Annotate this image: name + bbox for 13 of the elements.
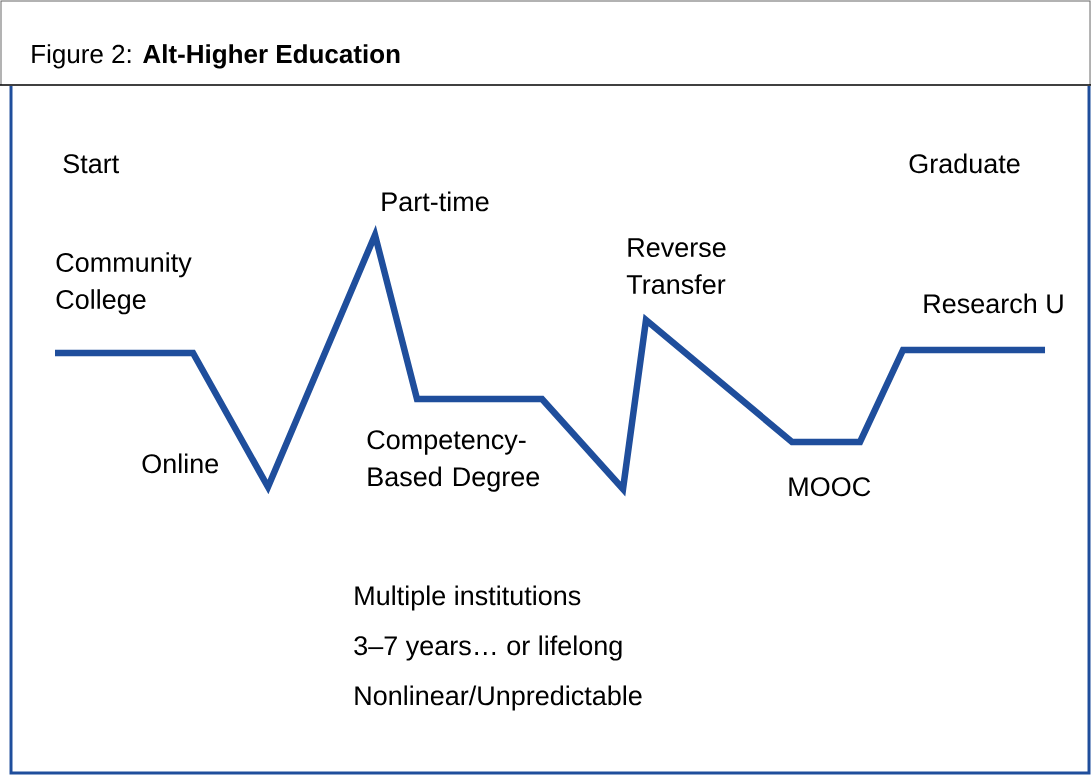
stage-label: Part-time: [382, 191, 489, 212]
figure-title: Figure 2: Alt-Higher Education: [32, 44, 400, 69]
stage-label: Community College: [56, 252, 192, 315]
stage-label: Multiple institutions: [355, 585, 581, 611]
stage-label: 3–7 years… or lifelong: [354, 635, 622, 661]
stage-label: Start: [63, 154, 120, 174]
stage-label: MOOC: [789, 477, 871, 497]
stage-label: Reverse Transfer: [626, 238, 726, 295]
stage-label: Online: [142, 453, 219, 474]
stage-label: Graduate: [909, 153, 1020, 174]
stage-label: Research U: [924, 293, 1063, 314]
stage-label: Nonlinear/Unpredictable: [355, 685, 642, 711]
stage-label: Competency-Based Degree: [367, 430, 540, 492]
